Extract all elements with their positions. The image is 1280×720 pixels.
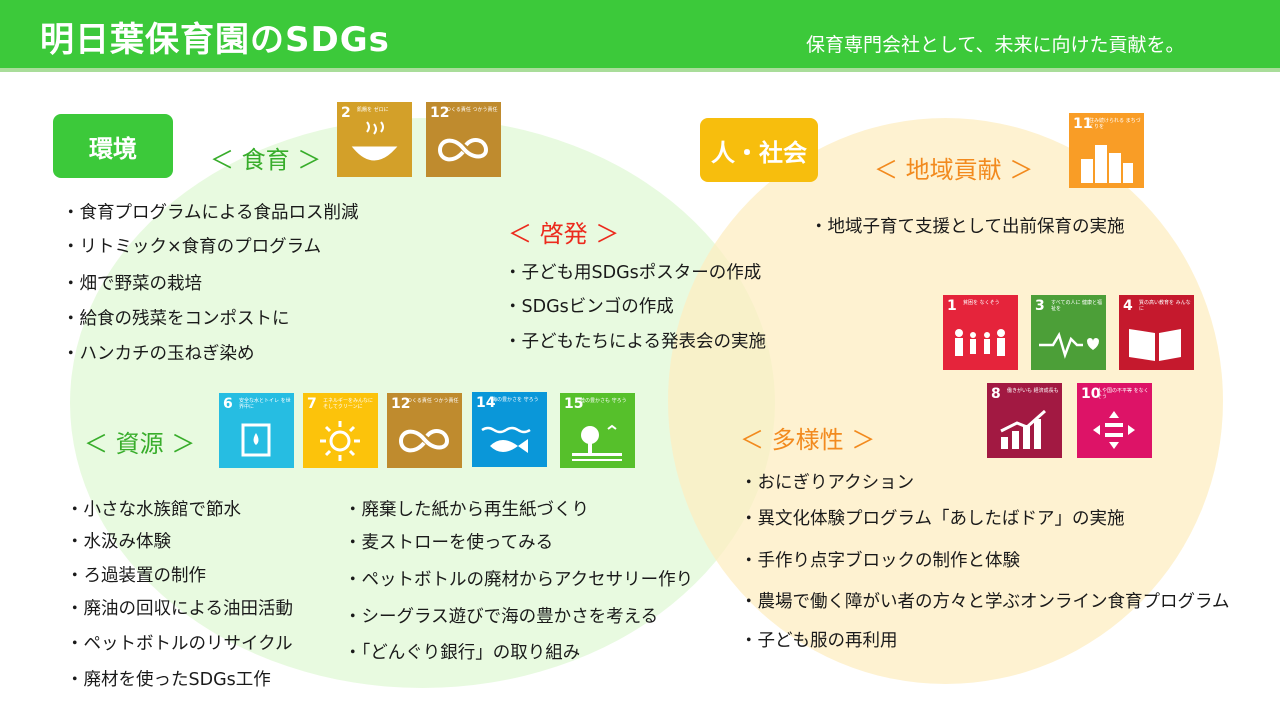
food-item: ・畑で野菜の栽培 [62, 274, 202, 294]
awareness-heading: ＜ 啓発 ＞ [508, 220, 620, 248]
sdg-goal-8-icon: 8 働きがいも 経済成長も [987, 383, 1062, 458]
header-bar [0, 0, 1280, 68]
sdg-goal-14-icon: 14 海の豊かさを 守ろう [472, 392, 547, 467]
sdg-caption: 住み続けられる まちづくりを [1089, 118, 1141, 130]
sdg-number: 8 [991, 386, 1001, 402]
sdg-caption: 海の豊かさを 守ろう [492, 397, 539, 403]
sdg-goal-10-icon: 10 人や国の不平等 をなくそう [1077, 383, 1152, 458]
sdg-caption: すべての人に 健康と福祉を [1051, 300, 1103, 312]
resources-item: ・ペットボトルの廃材からアクセサリー作り [344, 570, 694, 590]
sdg-number: 15 [564, 396, 584, 412]
resources-item: ・麦ストローを使ってみる [344, 533, 554, 553]
sdg-caption: つくる責任 つかう責任 [407, 398, 459, 404]
sdg-goal-7-icon: 7 エネルギーをみんなに そしてクリーンに [303, 393, 378, 468]
sdg-goal-6-icon: 6 安全な水とトイレ を世界中に [219, 393, 294, 468]
sdg-caption: 飢餓を ゼロに [357, 107, 389, 113]
sdg-goal-11-icon: 11 住み続けられる まちづくりを [1069, 113, 1144, 188]
sdg-goal-3-icon: 3 すべての人に 健康と福祉を [1031, 295, 1106, 370]
sdg-goal-4-icon: 4 質の高い教育を みんなに [1119, 295, 1194, 370]
food-item: ・ハンカチの玉ねぎ染め [62, 344, 255, 364]
society-badge: 人・社会 [700, 118, 818, 182]
awareness-item: ・SDGsビンゴの作成 [504, 297, 674, 317]
resources-item: ・ろ過装置の制作 [66, 566, 206, 586]
sdg-goal-2-icon: 2 飢餓を ゼロに [337, 102, 412, 177]
resources-item: ・シーグラス遊びで海の豊かさを考える [344, 607, 659, 627]
sdg-number: 12 [430, 105, 450, 121]
resources-item: ・廃棄した紙から再生紙づくり [344, 500, 589, 520]
sdg-number: 3 [1035, 298, 1045, 314]
food-item: ・食育プログラムによる食品ロス削減 [62, 203, 359, 223]
diversity-heading: ＜ 多様性 ＞ [740, 426, 876, 454]
food-item: ・給食の残菜をコンポストに [62, 309, 290, 329]
sdg-goal-12-icon: 12 つくる責任 つかう責任 [387, 393, 462, 468]
sdg-goal-12-icon: 12 つくる責任 つかう責任 [426, 102, 501, 177]
sdg-caption: エネルギーをみんなに そしてクリーンに [323, 398, 374, 410]
sdg-number: 2 [341, 105, 351, 121]
page-title: 明日葉保育園のSDGs [40, 20, 390, 60]
sdg-caption: 働きがいも 経済成長も [1007, 388, 1059, 394]
resources-item: ・「どんぐり銀行」の取り組み [344, 643, 581, 663]
sdg-number: 10 [1081, 386, 1101, 402]
resources-item: ・廃油の回収による油田活動 [66, 599, 293, 619]
resources-item: ・ペットボトルのリサイクル [66, 634, 293, 654]
page-subtitle: 保育専門会社として、未来に向けた貢献を。 [806, 34, 1185, 56]
sdg-number: 7 [307, 396, 317, 412]
awareness-item: ・子どもたちによる発表会の実施 [504, 332, 766, 352]
sdg-number: 4 [1123, 298, 1133, 314]
resources-item: ・廃材を使ったSDGs工作 [66, 670, 271, 690]
sdg-number: 12 [391, 396, 411, 412]
sdg-number: 11 [1073, 116, 1093, 132]
community-item: ・地域子育て支援として出前保育の実施 [810, 217, 1125, 237]
sdg-number: 14 [476, 395, 496, 411]
food-heading: ＜ 食育 ＞ [210, 146, 322, 174]
sdg-goal-15-icon: 15 陸の豊かさも 守ろう [560, 393, 635, 468]
environment-badge: 環境 [53, 114, 173, 178]
sdg-caption: 陸の豊かさも 守ろう [580, 398, 627, 404]
sdg-caption: 人や国の不平等 をなくそう [1097, 388, 1149, 400]
sdg-goal-1-icon: 1 貧困を なくそう [943, 295, 1018, 370]
community-heading: ＜ 地域貢献 ＞ [874, 156, 1034, 184]
sdg-caption: つくる責任 つかう責任 [446, 107, 498, 113]
resources-item: ・水汲み体験 [66, 532, 171, 552]
resources-item: ・小さな水族館で節水 [66, 500, 241, 520]
diversity-item: ・農場で働く障がい者の方々と学ぶオンライン食育プログラム [740, 592, 1230, 612]
sdg-caption: 質の高い教育を みんなに [1139, 300, 1191, 312]
diversity-item: ・異文化体験プログラム「あしたばドア」の実施 [740, 509, 1125, 529]
header-divider [0, 68, 1280, 72]
resources-heading: ＜ 資源 ＞ [84, 430, 196, 458]
sdg-number: 6 [223, 396, 233, 412]
diversity-item: ・おにぎりアクション [740, 473, 915, 493]
sdg-caption: 貧困を なくそう [963, 300, 1000, 306]
sdg-number: 1 [947, 298, 957, 314]
food-item: ・リトミック×食育のプログラム [62, 237, 322, 257]
awareness-item: ・子ども用SDGsポスターの作成 [504, 263, 762, 283]
sdg-caption: 安全な水とトイレ を世界中に [239, 398, 291, 410]
diversity-item: ・手作り点字ブロックの制作と体験 [740, 551, 1020, 571]
diversity-item: ・子ども服の再利用 [740, 631, 898, 651]
